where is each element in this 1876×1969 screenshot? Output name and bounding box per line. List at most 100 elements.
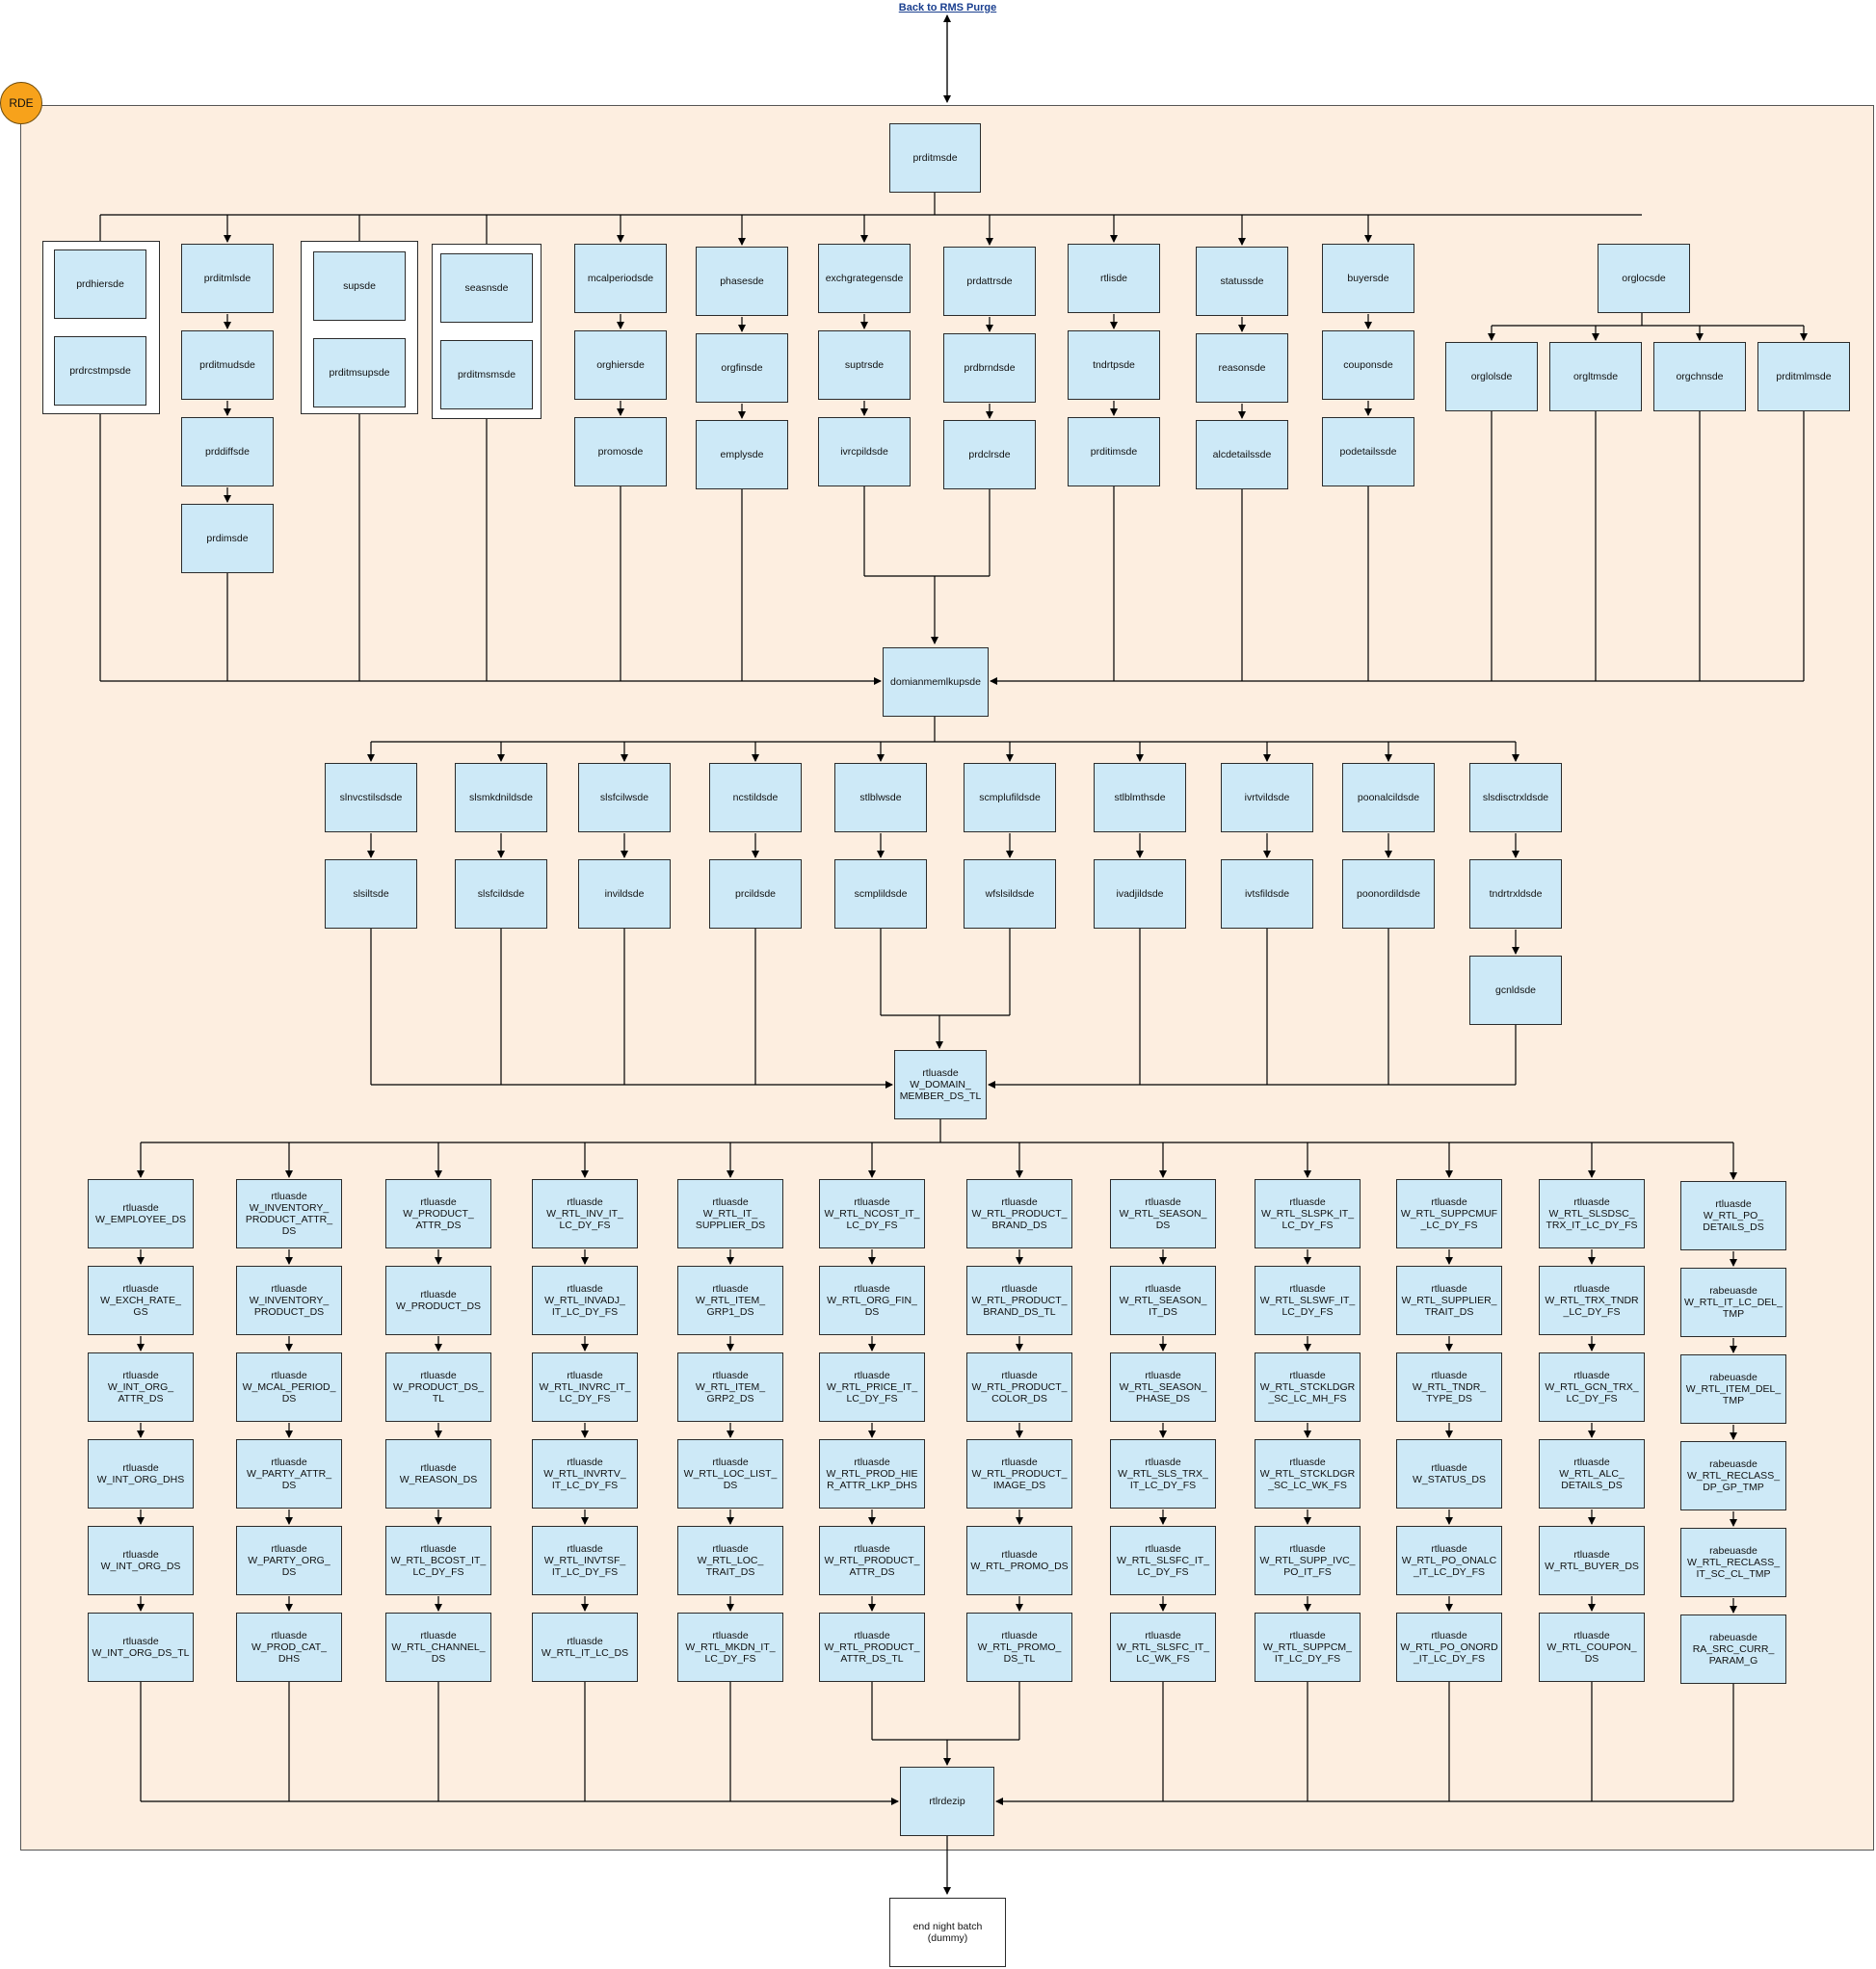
stage3-job-2-1[interactable]: rtluasde W_PRODUCT_DS: [385, 1266, 491, 1335]
stage3-job-10-5[interactable]: rtluasde W_RTL_COUPON_ DS: [1539, 1613, 1645, 1682]
stage2-job-8-1[interactable]: poonordildsde: [1342, 859, 1435, 929]
stage2-job-9-2[interactable]: gcnldsde: [1469, 956, 1562, 1025]
stage3-job-6-3[interactable]: rtluasde W_RTL_PRODUCT_ IMAGE_DS: [966, 1439, 1072, 1509]
stage1-job-9-1[interactable]: reasonsde: [1196, 333, 1288, 403]
stage3-job-5-1[interactable]: rtluasde W_RTL_ORG_FIN_ DS: [819, 1266, 925, 1335]
stage1-job-6-2[interactable]: ivrcpildsde: [818, 417, 911, 486]
stage2-job-8-0[interactable]: poonalcildsde: [1342, 763, 1435, 832]
stage3-job-5-5[interactable]: rtluasde W_RTL_PRODUCT_ ATTR_DS_TL: [819, 1613, 925, 1682]
stage1-job-4-0[interactable]: mcalperiodsde: [574, 244, 667, 313]
stage2-job-6-1[interactable]: ivadjildsde: [1094, 859, 1186, 929]
stage1-job-3-1[interactable]: prditmsmsde: [440, 340, 533, 409]
stage3-job-4-0[interactable]: rtluasde W_RTL_IT_ SUPPLIER_DS: [677, 1179, 783, 1248]
stage3-job-1-4[interactable]: rtluasde W_PARTY_ORG_ DS: [236, 1526, 342, 1595]
stage3-job-2-3[interactable]: rtluasde W_REASON_DS: [385, 1439, 491, 1509]
stage3-job-9-4[interactable]: rtluasde W_RTL_PO_ONALC _IT_LC_DY_FS: [1396, 1526, 1502, 1595]
stage3-job-9-2[interactable]: rtluasde W_RTL_TNDR_ TYPE_DS: [1396, 1352, 1502, 1422]
stage1-job-4-2[interactable]: promosde: [574, 417, 667, 486]
stage3-job-6-1[interactable]: rtluasde W_RTL_PRODUCT_ BRAND_DS_TL: [966, 1266, 1072, 1335]
stage3-job-7-3[interactable]: rtluasde W_RTL_SLS_TRX_ IT_LC_DY_FS: [1110, 1439, 1216, 1509]
stage3-job-8-5[interactable]: rtluasde W_RTL_SUPPCM_ IT_LC_DY_FS: [1255, 1613, 1361, 1682]
stage2-job-5-0[interactable]: scmplufildsde: [964, 763, 1056, 832]
stage3-job-2-5[interactable]: rtluasde W_RTL_CHANNEL_ DS: [385, 1613, 491, 1682]
stage1-job-8-1[interactable]: tndrtpsde: [1068, 330, 1160, 400]
stage3-job-4-4[interactable]: rtluasde W_RTL_LOC_ TRAIT_DS: [677, 1526, 783, 1595]
stage1-job-6-1[interactable]: suptrsde: [818, 330, 911, 400]
stage3-job-10-2[interactable]: rtluasde W_RTL_GCN_TRX_ LC_DY_FS: [1539, 1352, 1645, 1422]
end-night-batch-job[interactable]: end night batch (dummy): [889, 1898, 1006, 1967]
stage1-job-13-0[interactable]: orgltmsde: [1549, 342, 1642, 411]
stage1-job-0-1[interactable]: prdrcstmpsde: [54, 336, 146, 406]
stage1-job-10-1[interactable]: couponsde: [1322, 330, 1414, 400]
stage1-job-14-0[interactable]: orgchnsde: [1653, 342, 1746, 411]
stage2-job-7-1[interactable]: ivtsfildsde: [1221, 859, 1313, 929]
stage3-job-10-4[interactable]: rtluasde W_RTL_BUYER_DS: [1539, 1526, 1645, 1595]
stage3-job-3-0[interactable]: rtluasde W_RTL_INV_IT_ LC_DY_FS: [532, 1179, 638, 1248]
stage3-job-10-3[interactable]: rtluasde W_RTL_ALC_ DETAILS_DS: [1539, 1439, 1645, 1509]
stage1-job-2-1[interactable]: prditmsupsde: [313, 338, 406, 407]
stage3-job-3-1[interactable]: rtluasde W_RTL_INVADJ_ IT_LC_DY_FS: [532, 1266, 638, 1335]
stage1-job-1-3[interactable]: prdimsde: [181, 504, 274, 573]
stage3-job-8-1[interactable]: rtluasde W_RTL_SLSWF_IT_ LC_DY_FS: [1255, 1266, 1361, 1335]
stage2-job-4-0[interactable]: stlblwsde: [834, 763, 927, 832]
stage2-job-4-1[interactable]: scmplildsde: [834, 859, 927, 929]
stage2-job-2-1[interactable]: invildsde: [578, 859, 671, 929]
stage1-job-9-0[interactable]: statussde: [1196, 247, 1288, 316]
final-job[interactable]: rtlrdezip: [900, 1767, 994, 1836]
stage3-job-4-2[interactable]: rtluasde W_RTL_ITEM_ GRP2_DS: [677, 1352, 783, 1422]
stage3-job-1-5[interactable]: rtluasde W_PROD_CAT_ DHS: [236, 1613, 342, 1682]
stage1-job-0-0[interactable]: prdhiersde: [54, 249, 146, 319]
stage3-job-5-2[interactable]: rtluasde W_RTL_PRICE_IT_ LC_DY_FS: [819, 1352, 925, 1422]
stage2-job-1-1[interactable]: slsfcildsde: [455, 859, 547, 929]
stage1-job-11-0[interactable]: orglocsde: [1598, 244, 1690, 313]
stage3-job-3-5[interactable]: rtluasde W_RTL_IT_LC_DS: [532, 1613, 638, 1682]
stage1-job-2-0[interactable]: supsde: [313, 251, 406, 321]
stage1-job-10-0[interactable]: buyersde: [1322, 244, 1414, 313]
stage3-job-4-3[interactable]: rtluasde W_RTL_LOC_LIST_ DS: [677, 1439, 783, 1509]
stage3-job-11-3[interactable]: rabeuasde W_RTL_RECLASS_ DP_GP_TMP: [1680, 1441, 1786, 1510]
stage3-job-5-3[interactable]: rtluasde W_RTL_PROD_HIE R_ATTR_LKP_DHS: [819, 1439, 925, 1509]
stage3-job-3-3[interactable]: rtluasde W_RTL_INVRTV_ IT_LC_DY_FS: [532, 1439, 638, 1509]
stage3-job-11-2[interactable]: rabeuasde W_RTL_ITEM_DEL_ TMP: [1680, 1354, 1786, 1424]
stage3-job-7-0[interactable]: rtluasde W_RTL_SEASON_ DS: [1110, 1179, 1216, 1248]
stage3-job-0-0[interactable]: rtluasde W_EMPLOYEE_DS: [88, 1179, 194, 1248]
stage3-job-5-0[interactable]: rtluasde W_RTL_NCOST_IT_ LC_DY_FS: [819, 1179, 925, 1248]
stage3-job-2-0[interactable]: rtluasde W_PRODUCT_ ATTR_DS: [385, 1179, 491, 1248]
stage2-job-6-0[interactable]: stlblmthsde: [1094, 763, 1186, 832]
stage3-job-11-5[interactable]: rabeuasde RA_SRC_CURR_ PARAM_G: [1680, 1615, 1786, 1684]
stage3-job-9-3[interactable]: rtluasde W_STATUS_DS: [1396, 1439, 1502, 1509]
stage3-job-6-5[interactable]: rtluasde W_RTL_PROMO_ DS_TL: [966, 1613, 1072, 1682]
stage2-job-3-1[interactable]: prcildsde: [709, 859, 802, 929]
stage3-job-7-4[interactable]: rtluasde W_RTL_SLSFC_IT_ LC_DY_FS: [1110, 1526, 1216, 1595]
stage1-job-5-2[interactable]: emplysde: [696, 420, 788, 489]
stage3-job-3-4[interactable]: rtluasde W_RTL_INVTSF_ IT_LC_DY_FS: [532, 1526, 638, 1595]
stage3-job-6-4[interactable]: rtluasde W_RTL_PROMO_DS: [966, 1526, 1072, 1595]
stage3-job-0-1[interactable]: rtluasde W_EXCH_RATE_ GS: [88, 1266, 194, 1335]
stage3-job-8-4[interactable]: rtluasde W_RTL_SUPP_IVC_ PO_IT_FS: [1255, 1526, 1361, 1595]
stage3-job-11-0[interactable]: rtluasde W_RTL_PO_ DETAILS_DS: [1680, 1181, 1786, 1250]
stage1-job-1-1[interactable]: prditmudsde: [181, 330, 274, 400]
stage1-job-7-2[interactable]: prdclrsde: [943, 420, 1036, 489]
stage3-job-9-1[interactable]: rtluasde W_RTL_SUPPLIER_ TRAIT_DS: [1396, 1266, 1502, 1335]
stage1-job-12-0[interactable]: orglolsde: [1445, 342, 1538, 411]
stage1-job-7-1[interactable]: prdbrndsde: [943, 333, 1036, 403]
mid-collector-job[interactable]: rtluasde W_DOMAIN_ MEMBER_DS_TL: [894, 1050, 987, 1119]
stage2-job-0-0[interactable]: slnvcstilsdsde: [325, 763, 417, 832]
stage2-job-1-0[interactable]: slsmkdnildsde: [455, 763, 547, 832]
stage3-job-11-4[interactable]: rabeuasde W_RTL_RECLASS_ IT_SC_CL_TMP: [1680, 1528, 1786, 1597]
stage3-job-11-1[interactable]: rabeuasde W_RTL_IT_LC_DEL_ TMP: [1680, 1268, 1786, 1337]
stage1-job-8-0[interactable]: rtlisde: [1068, 244, 1160, 313]
stage2-job-5-1[interactable]: wfslsildsde: [964, 859, 1056, 929]
stage1-job-8-2[interactable]: prditimsde: [1068, 417, 1160, 486]
stage3-job-2-2[interactable]: rtluasde W_PRODUCT_DS_ TL: [385, 1352, 491, 1422]
stage2-job-0-1[interactable]: slsiltsde: [325, 859, 417, 929]
stage1-job-6-0[interactable]: exchgrategensde: [818, 244, 911, 313]
stage3-job-1-0[interactable]: rtluasde W_INVENTORY_ PRODUCT_ATTR_ DS: [236, 1179, 342, 1248]
back-to-rms-purge-link[interactable]: Back to RMS Purge: [898, 2, 997, 13]
stage3-job-9-5[interactable]: rtluasde W_RTL_PO_ONORD _IT_LC_DY_FS: [1396, 1613, 1502, 1682]
stage3-job-1-3[interactable]: rtluasde W_PARTY_ATTR_ DS: [236, 1439, 342, 1509]
stage1-job-1-0[interactable]: prditmlsde: [181, 244, 274, 313]
stage3-job-1-1[interactable]: rtluasde W_INVENTORY_ PRODUCT_DS: [236, 1266, 342, 1335]
stage3-job-0-5[interactable]: rtluasde W_INT_ORG_DS_TL: [88, 1613, 194, 1682]
collector-job[interactable]: domianmemlkupsde: [883, 647, 989, 717]
